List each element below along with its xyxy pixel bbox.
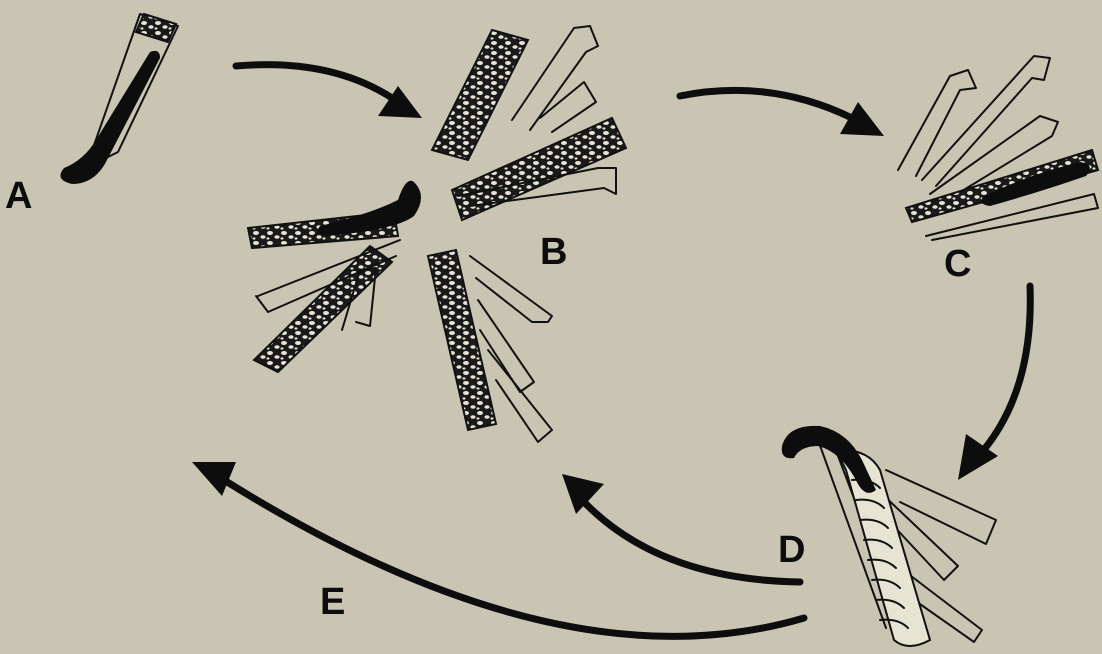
label-stage-a: A [5,175,32,217]
larva-shape [60,51,160,184]
arrow-b-to-c [680,90,884,136]
label-stage-b: B [540,231,567,273]
label-stage-e: E [320,581,345,623]
cellular-stalk [906,150,1098,222]
label-stage-c: C [944,243,971,285]
stage-b-figure [248,26,626,442]
larva-shape [318,181,421,236]
label-stage-d: D [778,529,805,571]
arrow-d-to-b [562,474,800,582]
arrow-c-to-d [958,286,1030,480]
stage-c-figure [898,56,1098,240]
stage-a-figure [60,14,178,184]
arrow-d-to-a [192,462,804,636]
cellular-stalk [432,30,528,160]
case-shape [836,450,930,646]
arrow-a-to-b [236,65,422,118]
